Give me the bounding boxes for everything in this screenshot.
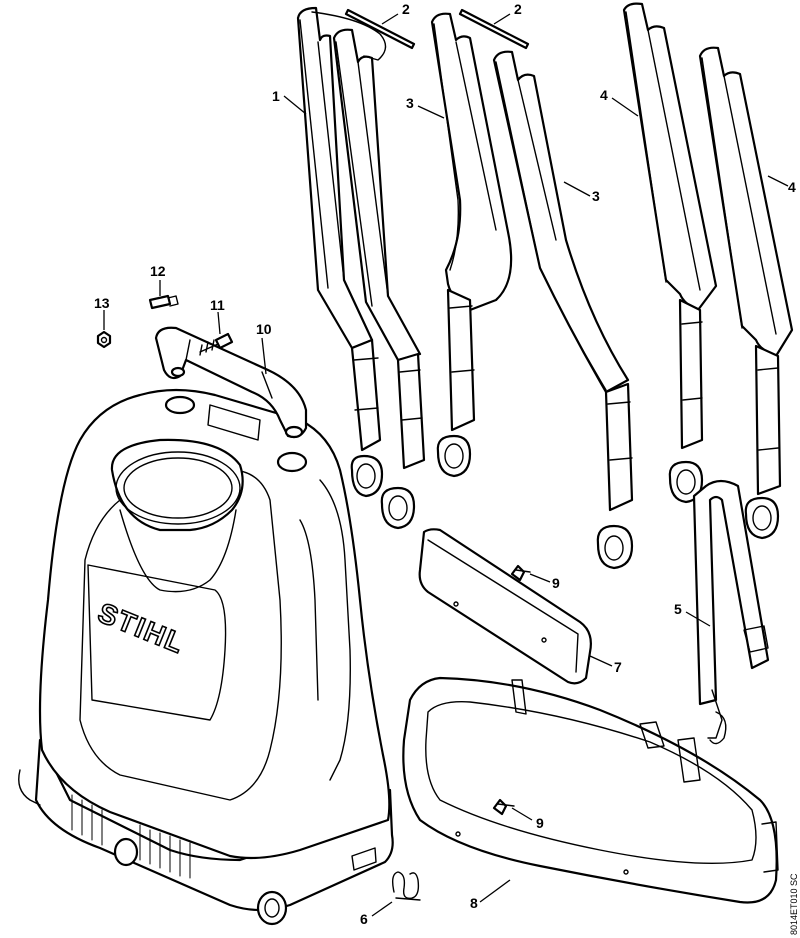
callout-10: 10	[256, 321, 272, 337]
pin-2-left	[344, 8, 416, 50]
callout-1: 1	[272, 88, 280, 104]
callout-6: 6	[360, 911, 368, 927]
callout-3b: 3	[592, 188, 600, 204]
drawing-code: 8014ET010 SC	[789, 873, 799, 935]
pin-2-right	[458, 8, 530, 50]
waist-belt	[402, 676, 779, 904]
clip-6	[391, 871, 421, 901]
shoulder-strap-4-left	[622, 2, 718, 504]
fastener-9-upper	[510, 564, 531, 582]
shoulder-strap-1-right	[332, 28, 426, 530]
callout-13: 13	[94, 295, 110, 311]
screw-11	[199, 332, 234, 356]
shoulder-strap-3-left	[430, 12, 513, 478]
callout-4a: 4	[600, 87, 608, 103]
callout-3a: 3	[406, 95, 414, 111]
leader-lines	[103, 13, 789, 917]
nut-13	[96, 330, 112, 349]
screw-12	[148, 294, 179, 310]
callout-9a: 9	[552, 575, 560, 591]
callout-9b: 9	[536, 815, 544, 831]
callout-12: 12	[150, 263, 166, 279]
callout-4b: 4	[788, 179, 796, 195]
callout-8: 8	[470, 895, 478, 911]
shoulder-strap-1-left	[296, 6, 384, 498]
chest-strap	[692, 479, 770, 745]
fastener-9-lower	[492, 798, 515, 816]
callout-7: 7	[614, 659, 622, 675]
back-pad	[418, 528, 592, 685]
strap-loop	[311, 11, 387, 61]
shoulder-strap-4-right	[698, 46, 794, 540]
callout-labels: 1 2 2 3 3 4 4 5 6 7 8 9 9 10 11 12 13	[94, 1, 796, 927]
callout-2b: 2	[514, 1, 522, 17]
shoulder-strap-3-right	[492, 50, 634, 570]
callout-5: 5	[674, 601, 682, 617]
carrying-handle	[154, 326, 308, 439]
callout-2a: 2	[402, 1, 410, 17]
callout-11: 11	[210, 297, 225, 313]
sprayer-tank: STIHL	[18, 388, 394, 926]
